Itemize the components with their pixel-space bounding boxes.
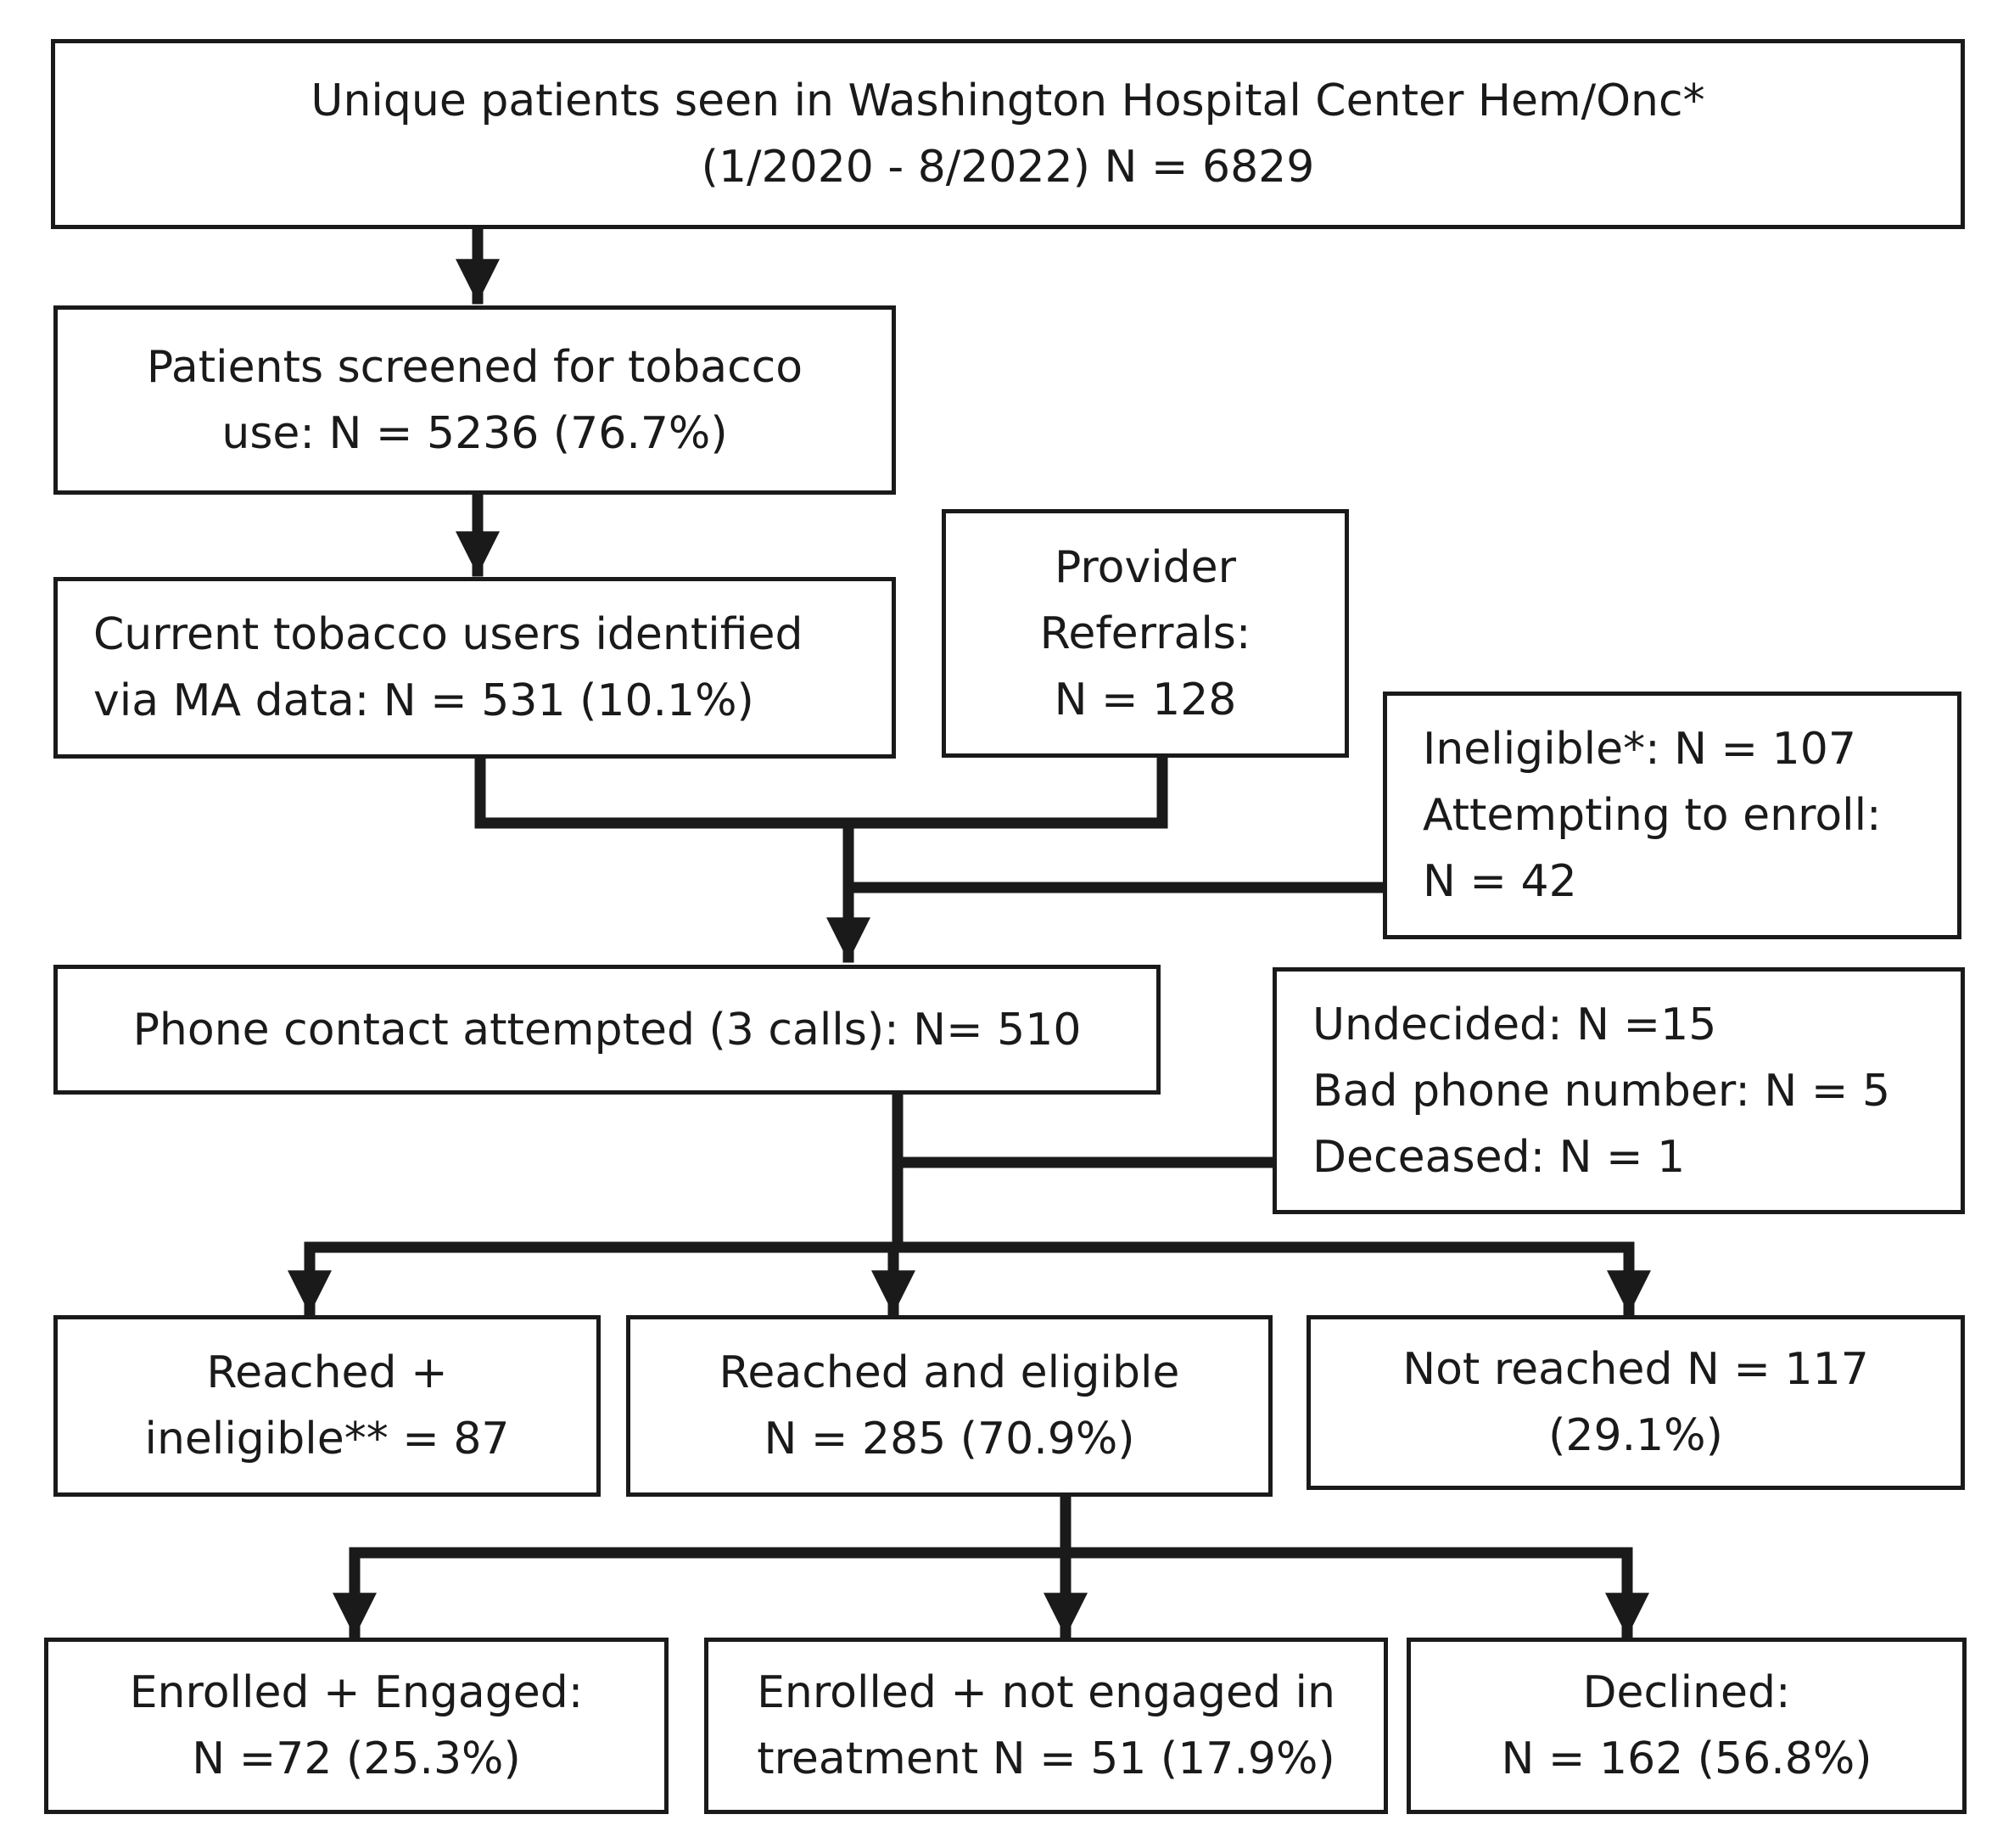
enrolled-not-engaged-line-2: treatment N = 51 (17.9%) (757, 1733, 1335, 1784)
box-reached-ineligible: Reached + ineligible** = 87 (53, 1315, 601, 1497)
undecided-line-3: Deceased: N = 1 (1312, 1131, 1686, 1183)
ineligible-line-3: N = 42 (1423, 856, 1577, 907)
provider-referrals-line-1: Provider (1054, 541, 1237, 593)
box-enrolled-not-engaged: Enrolled + not engaged in treatment N = … (704, 1638, 1388, 1814)
box-provider-referrals: Provider Referrals: N = 128 (942, 509, 1349, 758)
box-unique-patients: Unique patients seen in Washington Hospi… (51, 39, 1965, 229)
box-screened: Patients screened for tobacco use: N = 5… (53, 305, 896, 495)
unique-patients-line-1: Unique patients seen in Washington Hospi… (311, 76, 1705, 126)
declined-line-2: N = 162 (56.8%) (1501, 1733, 1872, 1784)
provider-referrals-line-3: N = 128 (1054, 674, 1237, 725)
box-not-reached: Not reached N = 117 (29.1%) (1307, 1315, 1965, 1490)
reached-eligible-line-1: Reached and eligible (719, 1347, 1180, 1398)
unique-patients-line-2: (1/2020 - 8/2022) N = 6829 (701, 142, 1315, 193)
enrolled-engaged-line-1: Enrolled + Engaged: (129, 1667, 584, 1718)
current-users-line-1: Current tobacco users identified (93, 609, 803, 660)
box-enrolled-engaged: Enrolled + Engaged: N =72 (25.3%) (44, 1638, 669, 1814)
screened-line-2: use: N = 5236 (76.7%) (221, 407, 728, 459)
not-reached-line-2: (29.1%) (1548, 1410, 1723, 1461)
undecided-line-1: Undecided: N =15 (1312, 999, 1717, 1050)
box-reached-eligible: Reached and eligible N = 285 (70.9%) (626, 1315, 1273, 1497)
reached-ineligible-line-1: Reached + (206, 1347, 448, 1398)
box-undecided: Undecided: N =15 Bad phone number: N = 5… (1273, 967, 1965, 1214)
undecided-line-2: Bad phone number: N = 5 (1312, 1065, 1891, 1117)
reached-ineligible-line-2: ineligible** = 87 (144, 1414, 510, 1464)
screened-line-1: Patients screened for tobacco (146, 341, 803, 393)
provider-referrals-line-2: Referrals: (1039, 608, 1251, 659)
box-declined: Declined: N = 162 (56.8%) (1407, 1638, 1967, 1814)
enrolled-engaged-line-2: N =72 (25.3%) (192, 1733, 521, 1784)
current-users-line-2: via MA data: N = 531 (10.1%) (93, 675, 754, 726)
enrolled-not-engaged-line-1: Enrolled + not engaged in (757, 1667, 1335, 1718)
ineligible-line-2: Attempting to enroll: (1423, 790, 1882, 841)
declined-line-1: Declined: (1582, 1667, 1791, 1718)
box-phone-contact: Phone contact attempted (3 calls): N= 51… (53, 965, 1161, 1095)
reached-eligible-line-2: N = 285 (70.9%) (764, 1414, 1135, 1464)
phone-contact-line-1: Phone contact attempted (3 calls): N= 51… (132, 1004, 1082, 1056)
box-ineligible-attempting: Ineligible*: N = 107 Attempting to enrol… (1383, 692, 1961, 939)
ineligible-line-1: Ineligible*: N = 107 (1423, 724, 1856, 775)
not-reached-line-1: Not reached N = 117 (1402, 1344, 1869, 1395)
box-current-users: Current tobacco users identified via MA … (53, 577, 896, 759)
merge-connector (474, 752, 1168, 829)
